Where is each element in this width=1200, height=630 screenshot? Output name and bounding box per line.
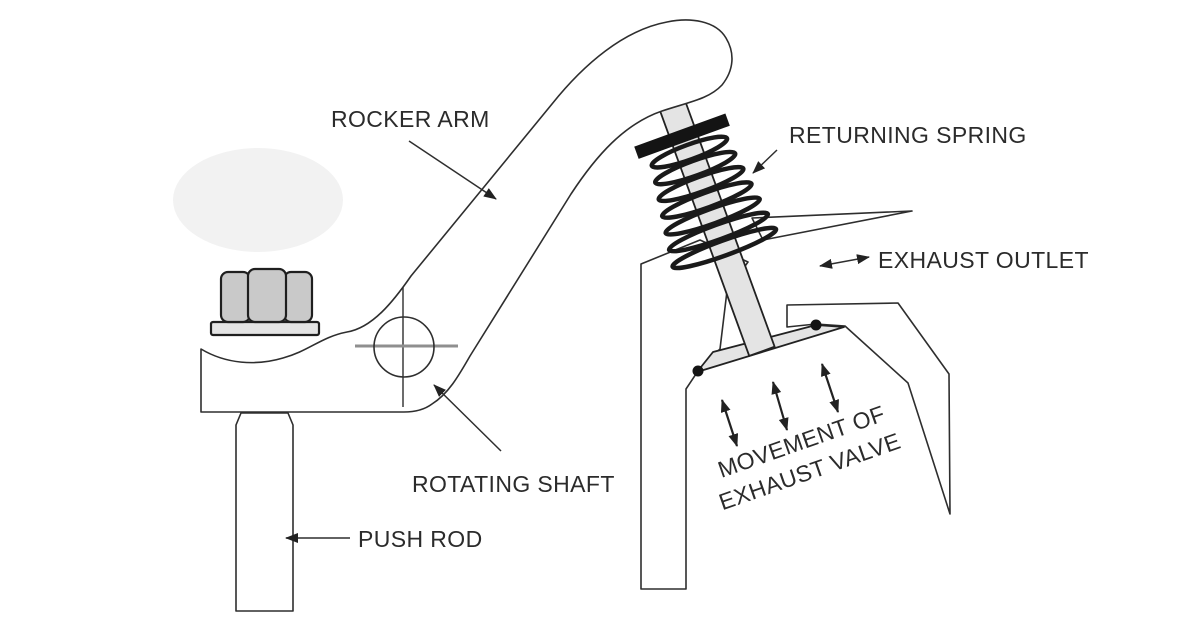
returning-spring-leader-arrow xyxy=(752,149,778,174)
valve-seat-dot-right xyxy=(810,319,822,331)
label-rotating-shaft: ROTATING SHAFT xyxy=(412,471,615,497)
movement-arrow xyxy=(771,381,789,431)
movement-arrow xyxy=(720,399,739,447)
engine-block-right-wall xyxy=(786,302,951,515)
exhaust-outlet-double-arrow xyxy=(819,254,870,269)
spring-coil xyxy=(670,225,779,271)
faint-watermark xyxy=(173,148,343,252)
hex-nut-facet xyxy=(246,267,288,324)
label-exhaust-outlet: EXHAUST OUTLET xyxy=(878,247,1089,273)
hex-nut xyxy=(219,267,314,324)
label-returning-spring: RETURNING SPRING xyxy=(789,122,1027,148)
exhaust-port-upper-lip xyxy=(751,210,913,241)
washer xyxy=(209,320,321,337)
valve-and-spring-assembly xyxy=(634,99,779,357)
label-push-rod: PUSH ROD xyxy=(358,526,483,552)
movement-arrow xyxy=(820,363,840,413)
push-rod xyxy=(235,412,294,612)
rotating-shaft-leader-arrow xyxy=(433,384,502,452)
rocker-arm-shape xyxy=(200,19,733,413)
spring-retainer xyxy=(634,113,730,159)
spring-coils xyxy=(649,134,779,271)
rocker-arm-leader-arrow xyxy=(408,140,497,200)
hex-nut-facet xyxy=(219,270,252,324)
valve-movement-arrows xyxy=(720,363,840,447)
rotating-shaft-symbol xyxy=(355,287,458,407)
valve-seat-dot-left xyxy=(692,365,704,377)
label-rocker-arm: ROCKER ARM xyxy=(331,106,490,132)
label-movement-of-exhaust-valve: MOVEMENT OF EXHAUST VALVE xyxy=(714,400,904,515)
hex-nut-facet xyxy=(282,270,314,324)
rotating-shaft-circle xyxy=(373,316,435,378)
